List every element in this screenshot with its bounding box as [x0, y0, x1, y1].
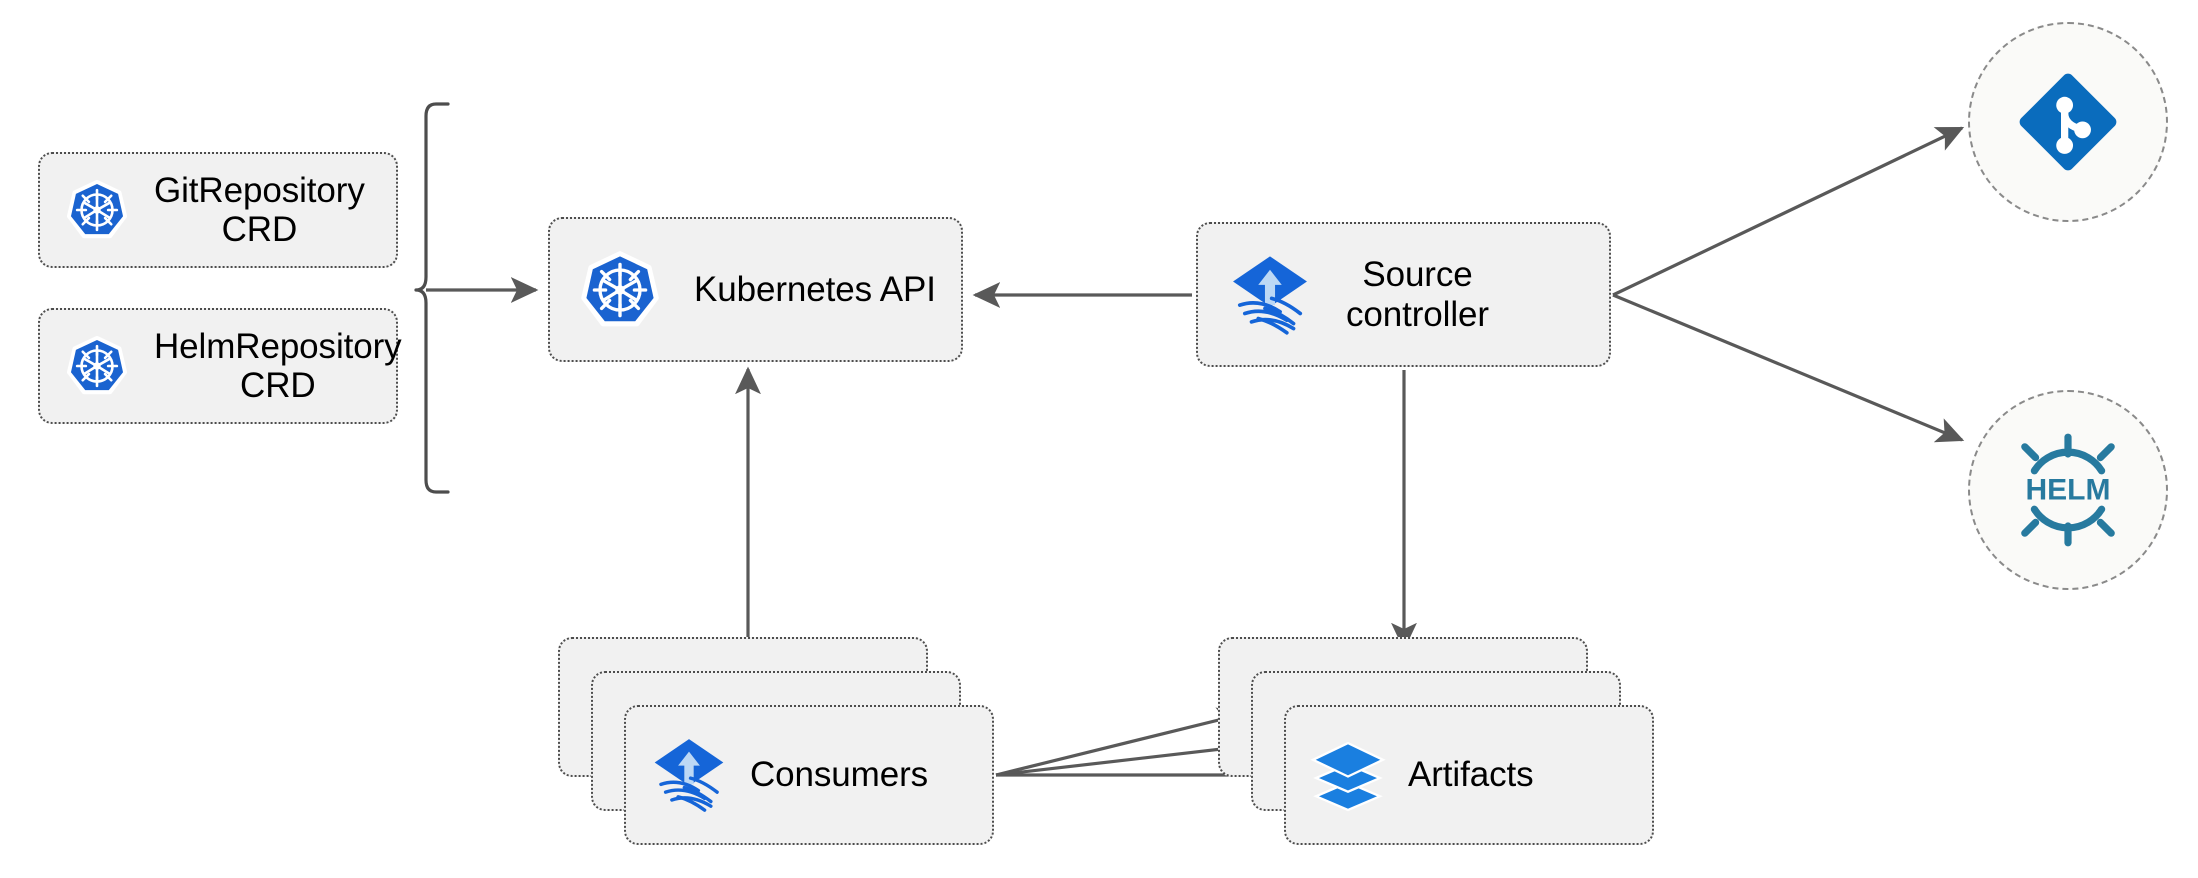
node-source-controller[interactable]: Source controller — [1196, 222, 1611, 367]
edge-consumers-to-artifacts-1 — [995, 707, 1246, 777]
helm-wheel-icon: HELM — [2021, 433, 2115, 547]
kubernetes-icon — [66, 335, 128, 395]
layers-icon — [1310, 741, 1386, 812]
kubernetes-icon — [581, 250, 659, 326]
node-kubernetes-api[interactable]: Kubernetes API — [548, 217, 963, 362]
node-label: Source controller — [1346, 255, 1489, 334]
node-helm-endpoint[interactable]: HELM — [1968, 390, 2168, 590]
node-git-endpoint[interactable] — [1968, 22, 2168, 222]
flux-icon — [1233, 255, 1307, 335]
node-helm-repository-crd[interactable]: HelmRepository CRD — [38, 308, 402, 424]
node-label: HelmRepository CRD — [154, 326, 402, 405]
node-git-repository-crd[interactable]: GitRepository CRD — [38, 152, 398, 268]
node-label: GitRepository CRD — [154, 170, 365, 249]
flux-icon — [654, 739, 724, 812]
git-icon — [2019, 73, 2117, 171]
node-consumers[interactable]: Consumers — [624, 705, 994, 845]
crd-group-brace — [414, 102, 450, 494]
helm-wordmark: HELM — [2026, 474, 2111, 507]
node-label: Kubernetes API — [694, 269, 936, 309]
node-artifacts[interactable]: Artifacts — [1284, 705, 1654, 845]
kubernetes-icon — [66, 179, 128, 239]
node-label: Consumers — [750, 755, 929, 795]
node-label: Artifacts — [1408, 755, 1534, 795]
edge-source-controller-to-git — [1612, 126, 1965, 297]
edge-source-controller-to-helm — [1612, 293, 1965, 443]
